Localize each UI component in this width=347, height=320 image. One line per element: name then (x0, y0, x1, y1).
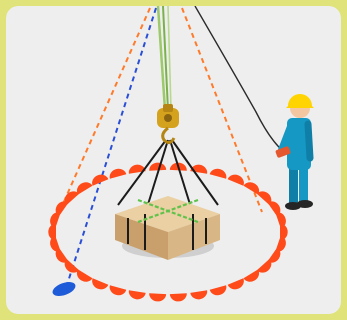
illustration-panel (6, 6, 341, 314)
crane-safety-illustration (6, 6, 341, 314)
